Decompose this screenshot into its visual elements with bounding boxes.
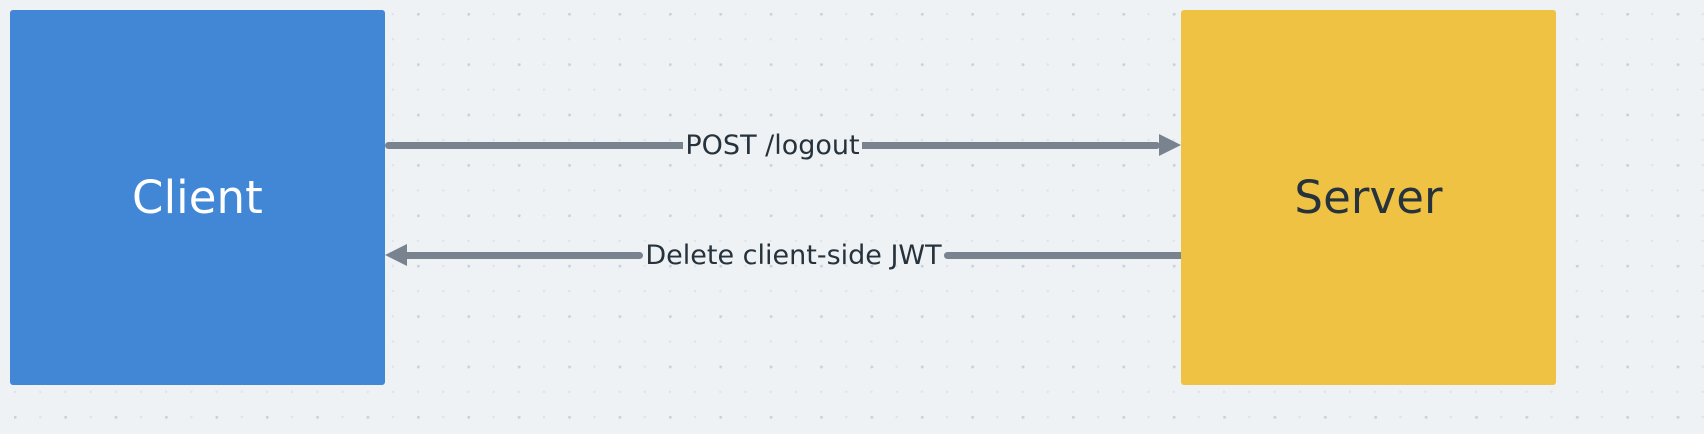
participant-label-client: Client — [132, 171, 263, 224]
message-line-right-segment — [861, 141, 1161, 149]
message-row-post-logout[interactable]: POST /logout — [385, 128, 1182, 162]
message-label-delete-client-side-jwt: Delete client-side JWT — [645, 239, 942, 271]
message-line-left-segment — [406, 251, 644, 259]
participant-label-server: Server — [1294, 171, 1443, 224]
participant-box-client[interactable]: Client — [10, 10, 385, 385]
message-line-right-segment — [943, 251, 1181, 259]
participant-box-server[interactable]: Server — [1181, 10, 1556, 385]
message-line-left-segment — [385, 141, 684, 149]
arrowhead-right-icon — [1159, 134, 1182, 156]
message-row-delete-jwt[interactable]: Delete client-side JWT — [385, 238, 1181, 272]
arrowhead-left-icon — [385, 244, 407, 266]
message-label-post-logout: POST /logout — [685, 129, 860, 161]
